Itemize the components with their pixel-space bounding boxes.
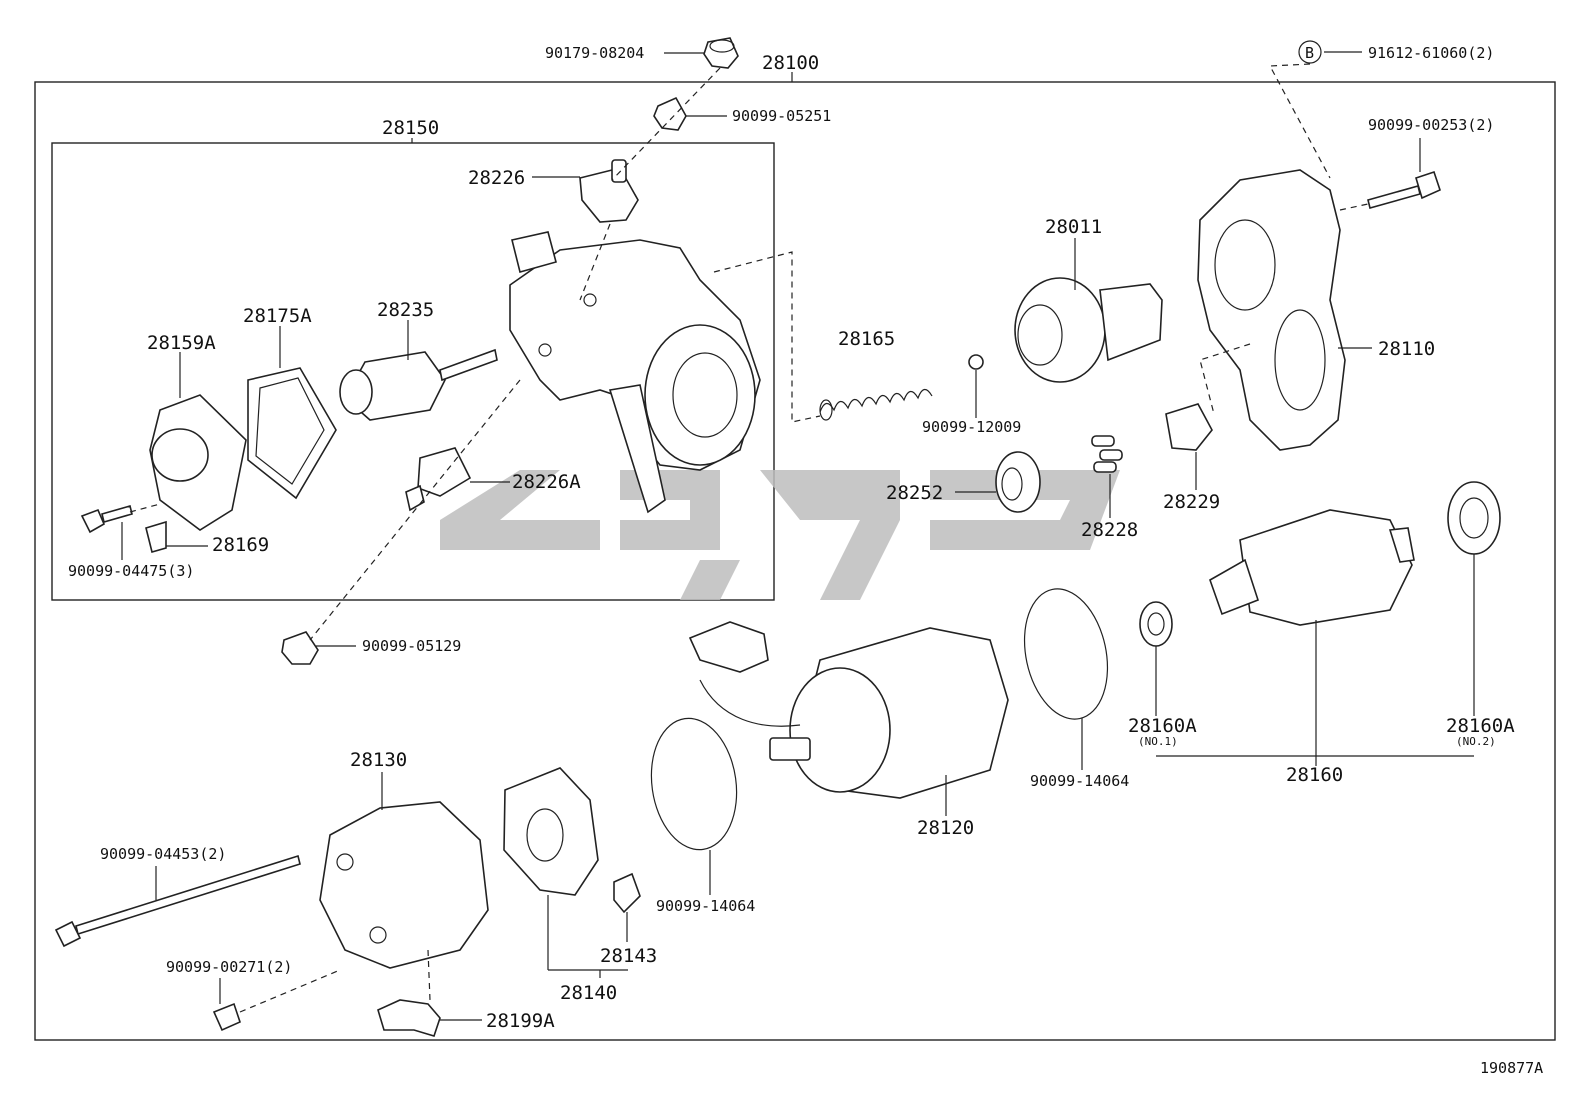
label-28229[interactable]: 28229: [1163, 491, 1220, 513]
plunger-28235[interactable]: [339, 348, 498, 421]
yoke-28120[interactable]: [688, 621, 1009, 799]
label-28169[interactable]: 28169: [212, 534, 269, 556]
label-28130[interactable]: 28130: [350, 749, 407, 771]
bolt-90099-04475[interactable]: [80, 505, 133, 534]
label-28175A[interactable]: 28175A: [243, 305, 312, 327]
label-28143[interactable]: 28143: [600, 945, 657, 967]
ball-90099-12009[interactable]: [968, 354, 984, 370]
label-28100[interactable]: 28100: [762, 52, 819, 74]
rollers-28228[interactable]: [1091, 435, 1123, 473]
label-90099-05251[interactable]: 90099-05251: [732, 107, 831, 125]
label-90099-04453[interactable]: 90099-04453(2): [100, 845, 226, 863]
housing-28110[interactable]: [1197, 169, 1346, 451]
bearing-28160A-no1[interactable]: [1139, 601, 1173, 647]
label-28120[interactable]: 28120: [917, 817, 974, 839]
spring-28165[interactable]: [819, 388, 933, 421]
label-90099-14064-b[interactable]: 90099-14064: [656, 897, 755, 915]
label-90099-05129[interactable]: 90099-05129: [362, 637, 461, 655]
cap-90099-05251[interactable]: [653, 96, 687, 131]
armature-28160[interactable]: [1209, 509, 1415, 626]
label-28110[interactable]: 28110: [1378, 338, 1435, 360]
bolt-90099-04453[interactable]: [54, 854, 301, 948]
nut-90099-05129[interactable]: [281, 631, 319, 665]
label-28165[interactable]: 28165: [838, 328, 895, 350]
clutch-28011[interactable]: [1014, 277, 1163, 383]
label-28160A-no1[interactable]: 28160A: [1128, 715, 1197, 737]
bolt-90099-00253[interactable]: [1367, 170, 1441, 209]
svg-text:B: B: [1305, 44, 1314, 62]
cover-28159A[interactable]: [149, 394, 247, 531]
clip-28199A[interactable]: [377, 999, 441, 1037]
gasket-28175A[interactable]: [247, 367, 337, 500]
label-28160A-no2[interactable]: 28160A: [1446, 715, 1515, 737]
retainer-28229[interactable]: [1165, 403, 1213, 451]
label-28235[interactable]: 28235: [377, 299, 434, 321]
label-28160A-no1-note: (NO.1): [1138, 735, 1178, 748]
label-28011[interactable]: 28011: [1045, 216, 1102, 238]
label-28140[interactable]: 28140: [560, 982, 617, 1004]
end-frame-28130[interactable]: [319, 801, 489, 969]
label-90099-04475[interactable]: 90099-04475(3): [68, 562, 194, 580]
part-labels: 90179-08204 28100 90099-05251 91612-6106…: [68, 44, 1543, 1077]
label-28150[interactable]: 28150: [382, 117, 439, 139]
gear-28252[interactable]: [995, 451, 1041, 513]
label-28226A[interactable]: 28226A: [512, 471, 581, 493]
label-91612-61060[interactable]: 91612-61060(2): [1368, 44, 1494, 62]
label-90099-00253[interactable]: 90099-00253(2): [1368, 116, 1494, 134]
label-28160[interactable]: 28160: [1286, 764, 1343, 786]
label-90099-12009[interactable]: 90099-12009: [922, 418, 1021, 436]
label-28159A[interactable]: 28159A: [147, 332, 216, 354]
label-28252[interactable]: 28252: [886, 482, 943, 504]
diagram-id: 190877A: [1480, 1059, 1543, 1077]
o-ring-90099-14064-a[interactable]: [1013, 581, 1119, 727]
label-28226[interactable]: 28226: [468, 167, 525, 189]
assembly-dashed-lines: [129, 63, 1369, 1013]
leader-lines: [121, 51, 1475, 1021]
brush-holder-28140[interactable]: [503, 767, 599, 896]
spring-28143[interactable]: [613, 872, 641, 914]
label-90099-00271[interactable]: 90099-00271(2): [166, 958, 292, 976]
terminal-28226A[interactable]: [405, 447, 472, 512]
watermark-logo: [440, 470, 1120, 600]
magnetic-switch-body[interactable]: [509, 231, 761, 514]
reference-b-marker: B: [1298, 40, 1322, 64]
assembly-28150-frame: [51, 142, 775, 601]
label-28160A-no2-note: (NO.2): [1456, 735, 1496, 748]
screw-90099-00271[interactable]: [212, 1002, 241, 1032]
label-90099-14064-a[interactable]: 90099-14064: [1030, 772, 1129, 790]
o-ring-90099-14064-b[interactable]: [643, 713, 745, 855]
nut-90179-08204[interactable]: [703, 37, 739, 69]
label-90179-08204[interactable]: 90179-08204: [545, 44, 644, 62]
gasket-28169[interactable]: [145, 520, 167, 553]
label-28199A[interactable]: 28199A: [486, 1010, 555, 1032]
outer-frame: [34, 81, 1556, 1041]
label-28228[interactable]: 28228: [1081, 519, 1138, 541]
bearing-28160A-no2[interactable]: [1447, 481, 1501, 555]
terminal-28226[interactable]: [579, 159, 639, 223]
